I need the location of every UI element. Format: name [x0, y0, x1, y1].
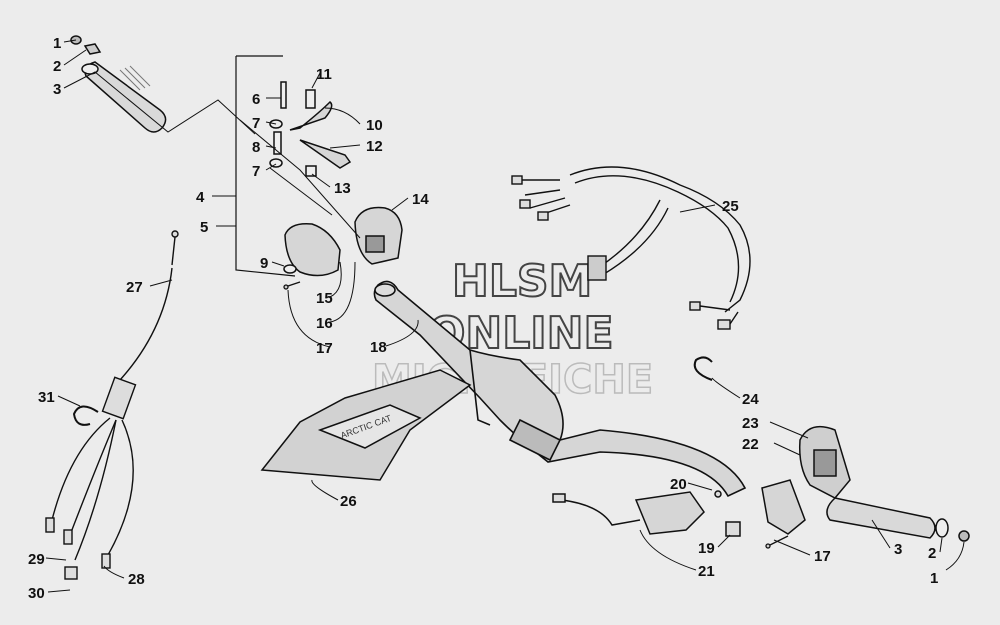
callout-9: 9	[260, 255, 268, 272]
callout-18: 18	[370, 339, 387, 356]
callout-11: 11	[316, 66, 332, 83]
callout-13: 13	[334, 180, 351, 197]
callout-14: 14	[412, 191, 429, 208]
callout-4: 4	[196, 189, 205, 206]
snap-ring-24	[693, 356, 713, 381]
throttle-bracket-outline	[235, 55, 296, 277]
callout-25: 25	[722, 198, 739, 215]
callout-1-top: 1	[53, 35, 61, 52]
callout-24: 24	[742, 391, 759, 408]
callout-2-top: 2	[53, 58, 61, 75]
callout-19: 19	[698, 540, 715, 557]
leader-lines	[45, 39, 965, 593]
callout-8: 8	[252, 139, 260, 156]
callout-7-b: 7	[252, 163, 260, 180]
handlebar-pad: ARCTIC CAT	[260, 369, 472, 481]
callout-6: 6	[252, 91, 260, 108]
callout-3-right: 3	[894, 541, 902, 558]
callout-31: 31	[38, 389, 55, 406]
callout-20: 20	[670, 476, 687, 493]
callout-28: 28	[128, 571, 145, 588]
screw-17-left	[283, 281, 301, 290]
callout-17-left: 17	[316, 340, 333, 357]
mount-bracket	[761, 479, 806, 535]
screw-17-right	[765, 535, 789, 549]
watermark-line-1: HLSM	[452, 256, 592, 307]
callout-1-right: 1	[930, 570, 938, 587]
callout-29: 29	[28, 551, 45, 568]
callout-23: 23	[742, 415, 759, 432]
callouts: 1 2 3 6 11 7 10 8 12 7 13 4 14 5 25 9 15…	[28, 35, 938, 602]
handlebar	[373, 280, 747, 498]
callout-21: 21	[698, 563, 715, 580]
right-switch-housing	[798, 425, 851, 499]
switch-housing	[354, 206, 403, 265]
callout-2-right: 2	[928, 545, 936, 562]
watermark: HLSM ONLINE MICROFICHE	[371, 255, 654, 404]
callout-12: 12	[366, 138, 383, 155]
callout-22: 22	[742, 436, 759, 453]
right-grip	[826, 497, 970, 542]
heat-element	[552, 490, 741, 537]
callout-27: 27	[126, 279, 143, 296]
callout-3-top: 3	[53, 81, 61, 98]
wiring-harness	[511, 166, 751, 330]
throttle-lever	[269, 81, 352, 177]
callout-16: 16	[316, 315, 333, 332]
callout-7-a: 7	[252, 115, 260, 132]
callout-17-right: 17	[814, 548, 831, 565]
callout-15: 15	[316, 290, 333, 307]
throttle-housing	[283, 222, 341, 277]
callout-5: 5	[200, 219, 208, 236]
callout-30: 30	[28, 585, 45, 602]
snap-ring-31	[72, 405, 99, 426]
callout-26: 26	[340, 493, 357, 510]
cable-assembly	[45, 230, 179, 580]
callout-10: 10	[366, 117, 383, 134]
